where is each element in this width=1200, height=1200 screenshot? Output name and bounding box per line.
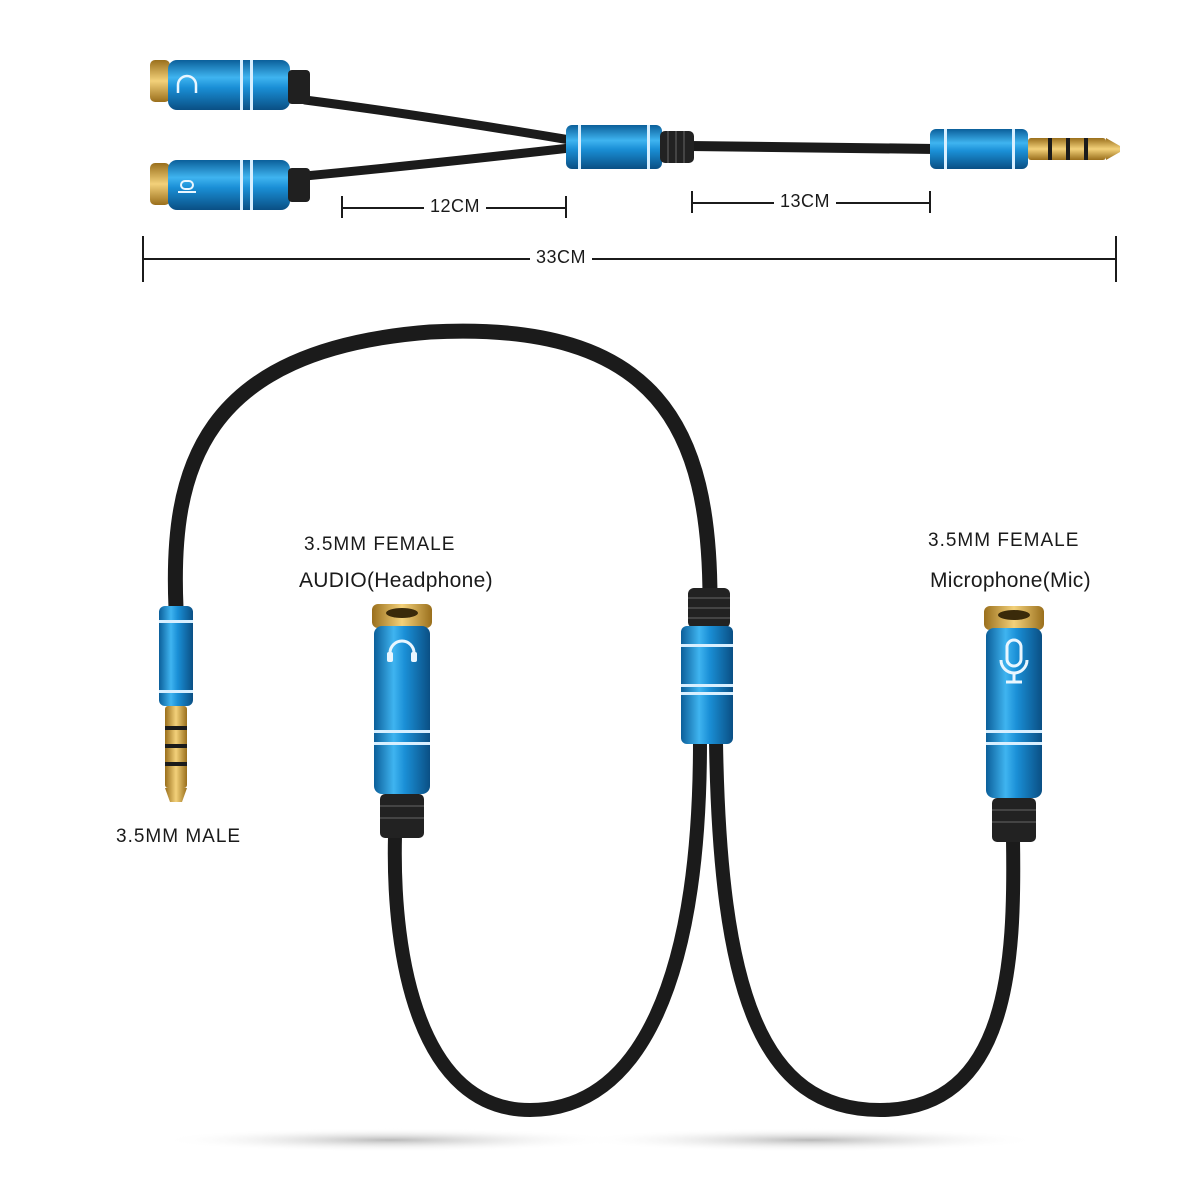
top-split-cable-lower [300, 143, 575, 181]
dimension-label-33cm: 33CM [530, 247, 593, 268]
top-headphone-jack [150, 60, 310, 110]
microphone-jack [984, 606, 1044, 842]
headphone-jack-subtitle: AUDIO(Headphone) [299, 569, 493, 592]
male-plug-label: 3.5MM MALE [116, 826, 242, 847]
top-split-cable-upper [300, 95, 575, 145]
mic-jack-title: 3.5MM FEMALE [928, 530, 1080, 551]
bottom-cable-view [159, 323, 1044, 1152]
top-microphone-jack [150, 160, 310, 210]
top-splitter-hub [566, 125, 694, 169]
mic-branch-cable [709, 735, 1021, 1118]
headphone-icon [176, 74, 198, 93]
male-plug [159, 606, 193, 802]
top-cable-view [142, 60, 1120, 282]
top-main-cable [689, 141, 936, 154]
headphone-branch-cable [387, 735, 707, 1118]
top-male-plug [930, 129, 1120, 169]
headphone-jack [372, 604, 432, 838]
loop-cable [167, 323, 718, 616]
dimension-label-13cm: 13CM [774, 191, 837, 212]
dimension-label-12cm: 12CM [424, 196, 487, 217]
headphone-jack-title: 3.5MM FEMALE [304, 534, 456, 555]
dimension-33cm [142, 236, 1117, 282]
microphone-icon [999, 638, 1029, 684]
splitter-hub [681, 588, 733, 744]
headphone-icon [388, 639, 416, 660]
mic-jack-subtitle: Microphone(Mic) [930, 569, 1091, 592]
microphone-icon [178, 180, 196, 193]
